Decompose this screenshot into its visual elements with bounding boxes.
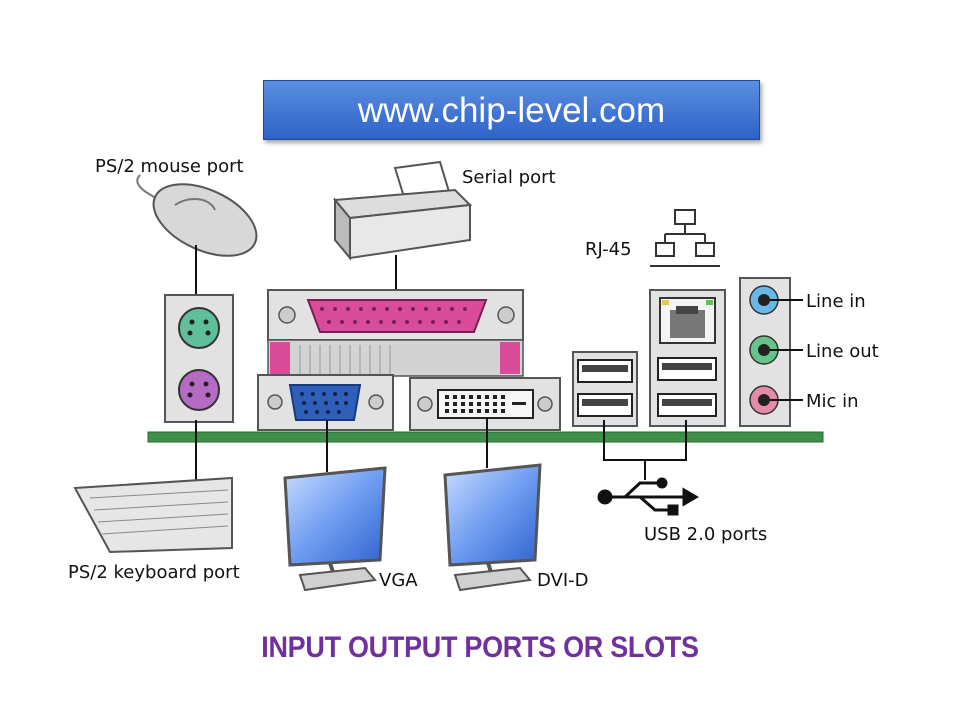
usb-label: USB 2.0 ports	[644, 524, 767, 545]
serial-port-connector	[306, 299, 488, 333]
vga-monitor-icon	[283, 466, 387, 592]
line-in-label: Line in	[806, 291, 866, 312]
printer-icon	[333, 160, 473, 261]
mic-in-label: Mic in	[806, 391, 859, 412]
network-icon	[650, 209, 720, 267]
serial-port-label: Serial port	[462, 167, 556, 188]
ps2-keyboard-label: PS/2 keyboard port	[68, 562, 240, 583]
dvi-port-panel	[409, 377, 561, 431]
ps2-keyboard-port	[178, 369, 220, 411]
dvi-label: DVI-D	[537, 570, 589, 591]
keyboard-icon	[73, 476, 233, 554]
line-out-label: Line out	[806, 341, 879, 362]
mouse-icon	[136, 174, 258, 257]
usb-symbol-icon	[597, 477, 699, 516]
vga-port-panel	[257, 374, 394, 431]
slide-caption: INPUT OUTPUT PORTS OR SLOTS	[261, 630, 699, 664]
lan-usb-panel	[649, 289, 726, 427]
usb-ports-left	[572, 351, 638, 427]
vga-label: VGA	[379, 570, 418, 591]
parallel-port-panel	[267, 289, 524, 377]
rj45-label: RJ-45	[585, 239, 632, 260]
ps2-mouse-label: PS/2 mouse port	[95, 156, 244, 177]
ps2-mouse-port	[178, 307, 220, 349]
website-banner: www.chip-level.com	[263, 80, 760, 140]
ps2-ports-panel	[164, 294, 234, 423]
website-url: www.chip-level.com	[357, 91, 666, 130]
motherboard-edge	[147, 431, 824, 443]
audio-panel	[739, 277, 791, 427]
dvi-monitor-icon	[443, 463, 542, 592]
